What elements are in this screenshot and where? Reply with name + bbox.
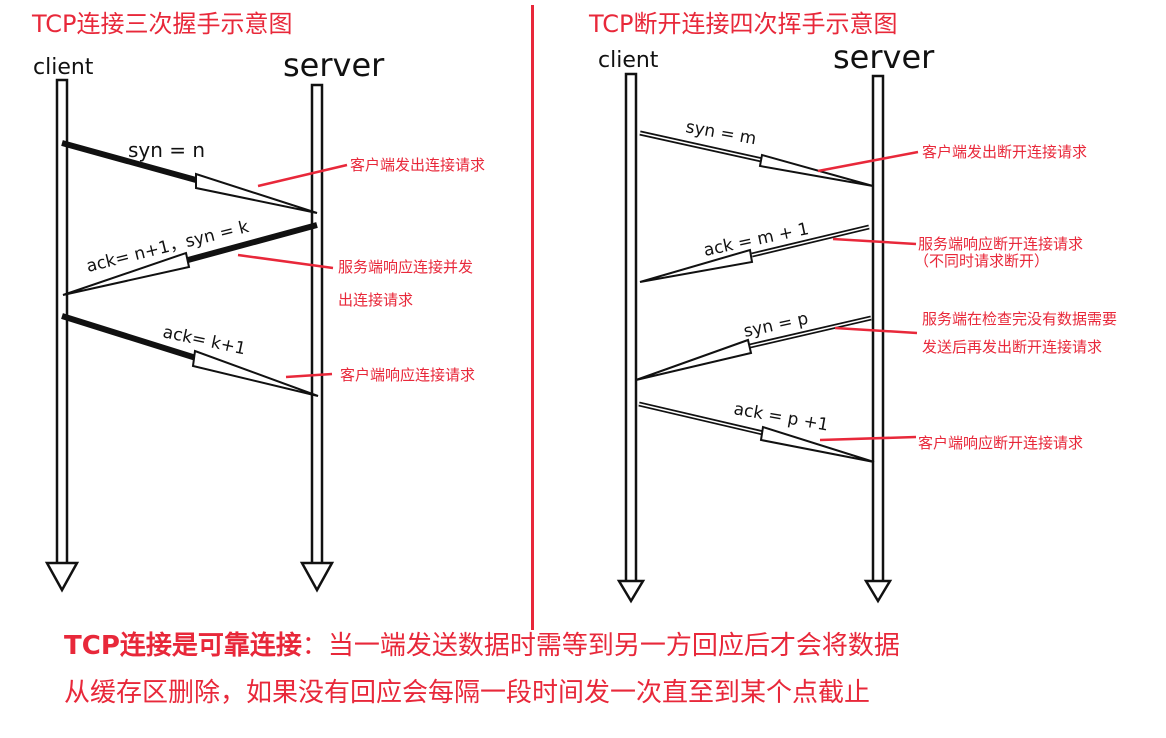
- left-note-pointer-3: [285, 372, 333, 379]
- summary-line-2: 从缓存区删除，如果没有回应会每隔一段时间发一次直至到某个点截止: [64, 673, 1144, 713]
- right-arrow-ack-p: [638, 401, 875, 463]
- right-arrow-ack: [639, 224, 870, 283]
- left-arrow-ack-syn: [62, 222, 318, 296]
- left-note-1: 客户端发出连接请求: [350, 156, 485, 174]
- left-server-label: server: [283, 46, 385, 84]
- left-msg-1: syn = n: [128, 138, 205, 162]
- left-client-label: client: [33, 55, 94, 80]
- left-note-pointer-1: [257, 163, 348, 188]
- right-note-pointer-1: [817, 150, 919, 173]
- summary-line-1: TCP连接是可靠连接：当一端发送数据时需等到另一方回应后才会将数据: [64, 626, 1144, 666]
- left-note-2: 服务端响应连接并发: [338, 258, 473, 276]
- divider-line: [531, 5, 534, 630]
- right-note-3: 服务端在检查完没有数据需要: [922, 310, 1117, 328]
- left-note-2b: 出连接请求: [338, 291, 413, 309]
- summary-text-2: 从缓存区删除，如果没有回应会每隔一段时间发一次直至到某个点截止: [64, 678, 871, 708]
- left-title: TCP连接三次握手示意图: [31, 10, 292, 38]
- left-client-timeline: [44, 78, 80, 593]
- summary-bold: TCP连接是可靠连接: [64, 631, 302, 661]
- left-server-timeline: [299, 83, 335, 593]
- right-note-pointer-3: [834, 326, 918, 335]
- right-note-2b: （不同时请求断开）: [914, 252, 1049, 270]
- left-note-pointer-2: [237, 253, 334, 270]
- right-client-timeline: [616, 72, 646, 604]
- right-server-timeline: [863, 74, 893, 604]
- left-note-3: 客户端响应连接请求: [340, 366, 475, 384]
- right-note-pointer-4: [819, 435, 917, 442]
- right-note-2: 服务端响应断开连接请求: [918, 235, 1083, 253]
- right-note-3b: 发送后再发出断开连接请求: [922, 338, 1102, 356]
- right-arrow-syn: [639, 130, 874, 187]
- left-arrow-ack: [61, 313, 319, 397]
- summary-text-1: ：当一端发送数据时需等到另一方回应后才会将数据: [301, 631, 900, 661]
- right-note-4: 客户端响应断开连接请求: [918, 434, 1083, 452]
- left-arrow-syn: [61, 140, 318, 214]
- right-client-label: client: [598, 48, 659, 73]
- right-arrow-syn-p: [635, 315, 872, 381]
- right-server-label: server: [833, 38, 935, 76]
- right-note-pointer-2: [832, 237, 917, 246]
- right-note-1: 客户端发出断开连接请求: [922, 143, 1087, 161]
- right-title: TCP断开连接四次挥手示意图: [588, 10, 897, 38]
